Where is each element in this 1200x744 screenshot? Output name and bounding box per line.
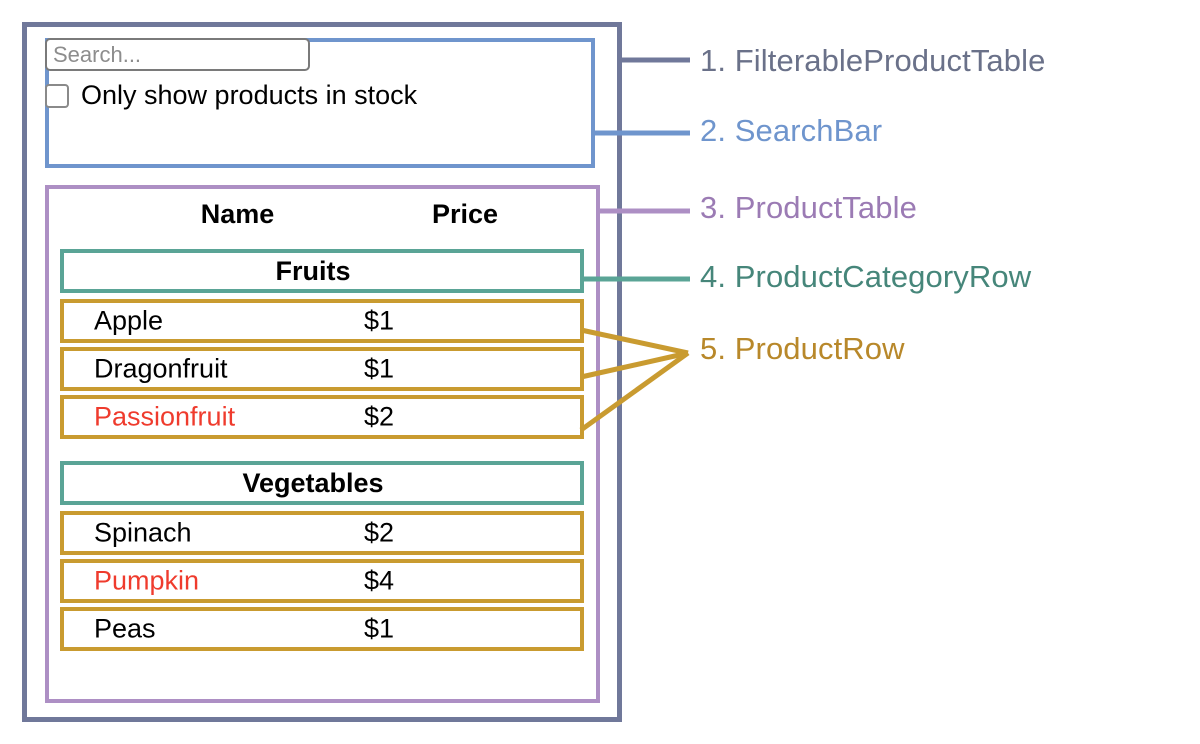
legend-item-product-table: 3. ProductTable bbox=[700, 190, 917, 225]
legend-item-product-row: 5. ProductRow bbox=[700, 331, 905, 366]
product-price: $2 bbox=[364, 517, 395, 548]
product-category-label: Fruits bbox=[275, 255, 351, 286]
product-price: $1 bbox=[364, 613, 395, 644]
product-name: Peas bbox=[94, 613, 156, 644]
product-row: Spinach $2 bbox=[60, 511, 584, 555]
product-row: Passionfruit $2 bbox=[60, 395, 584, 439]
column-header-name: Name bbox=[200, 198, 275, 229]
column-header-price: Price bbox=[431, 198, 499, 229]
product-row: Dragonfruit $1 bbox=[60, 347, 584, 391]
product-category-row: Vegetables bbox=[60, 461, 584, 505]
in-stock-checkbox-label[interactable]: Only show products in stock bbox=[81, 80, 418, 110]
product-rows-area: Fruits Apple $1 Dragonfruit $1 Passionfr… bbox=[60, 249, 584, 655]
product-name: Spinach bbox=[94, 517, 192, 548]
product-name: Passionfruit bbox=[94, 401, 236, 432]
product-row: Apple $1 bbox=[60, 299, 584, 343]
in-stock-checkbox[interactable] bbox=[45, 83, 69, 108]
product-row: Peas $1 bbox=[60, 607, 584, 651]
product-price: $1 bbox=[364, 305, 395, 336]
in-stock-filter-row[interactable]: Only show products in stock bbox=[45, 82, 417, 109]
product-price: $4 bbox=[364, 565, 395, 596]
product-price: $2 bbox=[364, 401, 395, 432]
legend-item-search-bar: 2. SearchBar bbox=[700, 113, 883, 148]
product-price: $1 bbox=[364, 353, 395, 384]
legend-item-filterable-product-table: 1. FilterableProductTable bbox=[700, 43, 1046, 78]
product-name: Dragonfruit bbox=[94, 353, 228, 384]
product-name: Apple bbox=[94, 305, 164, 336]
product-table-header: Name Price bbox=[45, 192, 600, 236]
product-category-row: Fruits bbox=[60, 249, 584, 293]
product-row: Pumpkin $4 bbox=[60, 559, 584, 603]
category-spacer bbox=[60, 443, 584, 461]
product-category-label: Vegetables bbox=[242, 467, 384, 498]
legend-item-product-category-row: 4. ProductCategoryRow bbox=[700, 259, 1032, 294]
search-input[interactable] bbox=[45, 38, 310, 71]
product-name: Pumpkin bbox=[94, 565, 200, 596]
